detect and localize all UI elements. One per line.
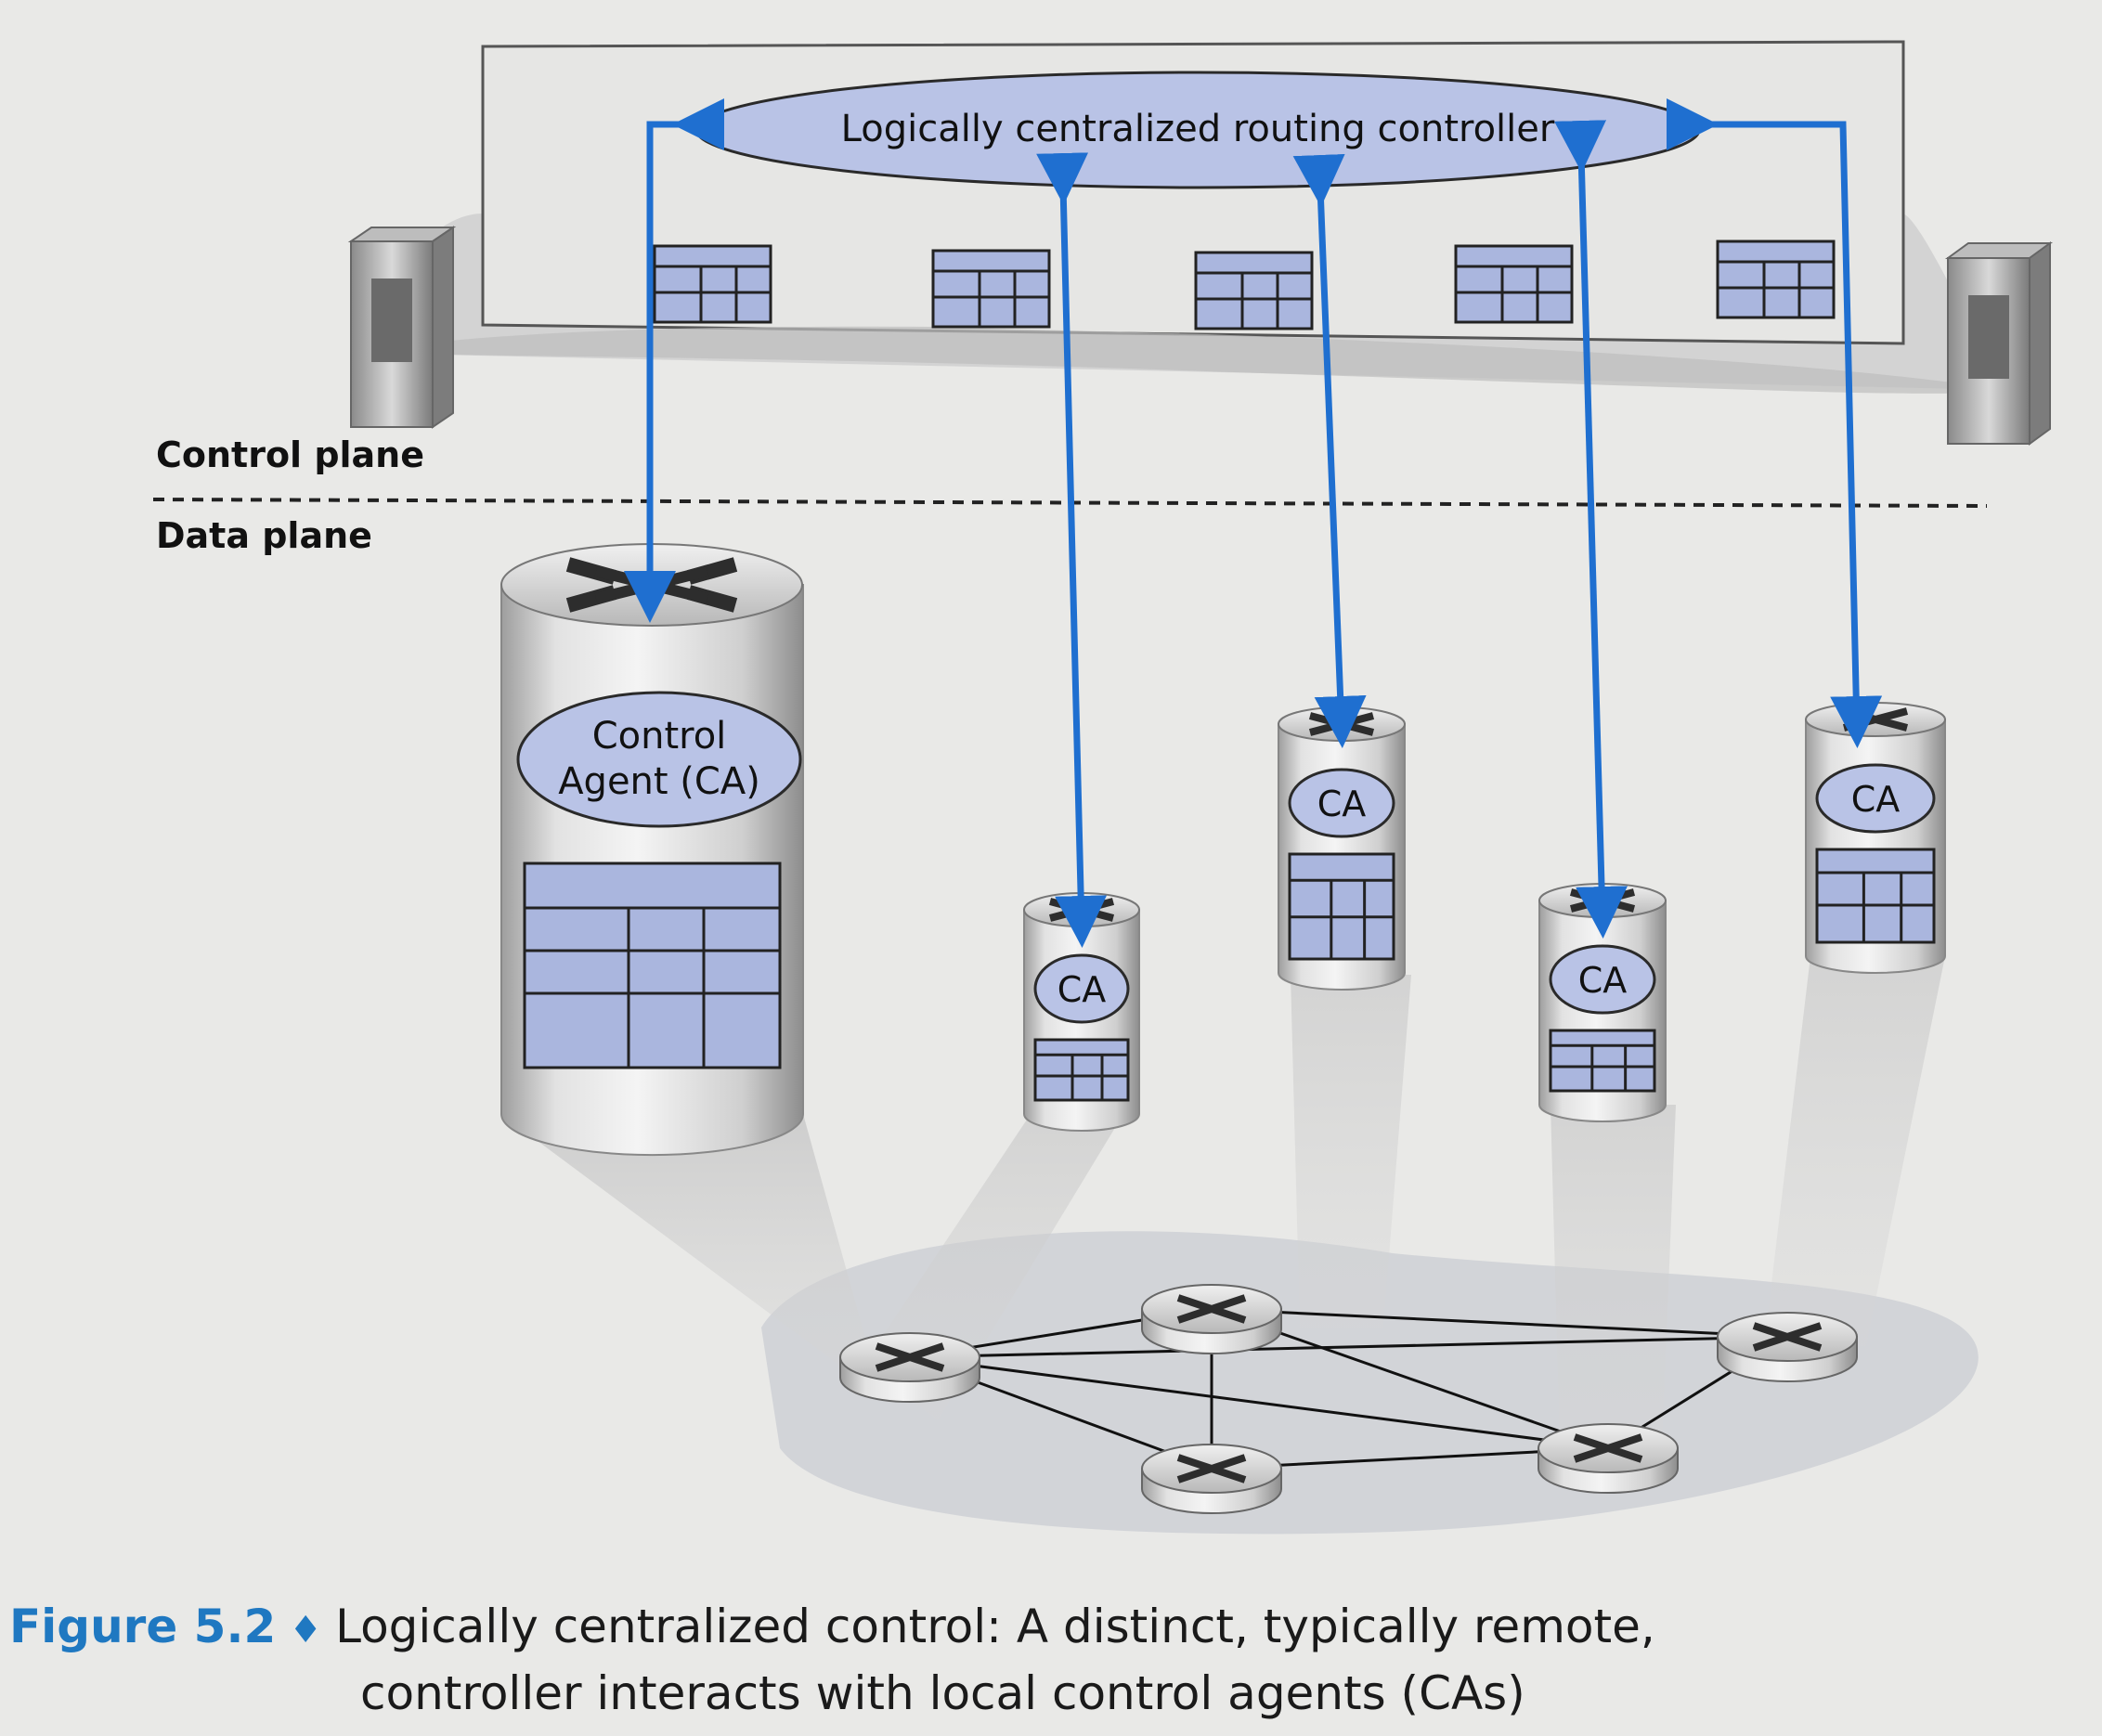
forwarding-table xyxy=(1549,1029,1656,1093)
small-routers: CA CA CA CA xyxy=(1023,702,1946,1132)
router-with-ca: CA xyxy=(1278,706,1406,991)
controller-table xyxy=(1194,251,1314,330)
network-link xyxy=(1211,1307,1788,1339)
routing-controller: Logically centralized routing controller xyxy=(694,71,1701,189)
controller-label: Logically centralized routing controller xyxy=(841,108,1555,150)
router-x-icon xyxy=(875,1342,945,1372)
forwarding-table xyxy=(1033,1038,1130,1102)
network-router xyxy=(1717,1312,1858,1382)
ca-label: CA xyxy=(1317,784,1367,824)
router-x-icon xyxy=(1176,1454,1247,1483)
ca-ellipse xyxy=(1033,953,1130,1024)
network-link xyxy=(909,1355,1609,1450)
server-left xyxy=(347,226,457,429)
router-with-ca: CA xyxy=(1023,892,1140,1132)
router-with-ca: CA xyxy=(1805,702,1946,974)
control-plane-label: Control plane xyxy=(156,434,424,475)
ca-label: CA xyxy=(1057,969,1107,1010)
network-link xyxy=(909,1335,1788,1359)
network-router xyxy=(1141,1444,1282,1514)
figure-label: Figure 5.2 xyxy=(9,1600,277,1653)
ca-ellipse xyxy=(1815,763,1936,834)
router-x-icon xyxy=(1752,1322,1823,1352)
arrow-controller-router-5 xyxy=(1667,98,1883,748)
arrow-controller-router-3 xyxy=(1292,153,1367,748)
controller-table xyxy=(931,249,1051,329)
ca-ellipse xyxy=(1288,768,1395,838)
router-x-icon xyxy=(1573,1433,1643,1463)
forwarding-table xyxy=(1288,852,1395,961)
forwarding-table xyxy=(523,862,782,1069)
controller-table xyxy=(653,244,772,324)
ca-label: CA xyxy=(1578,960,1628,1001)
caption-line1: Logically centralized control: A distinc… xyxy=(335,1600,1655,1653)
server-right xyxy=(1944,241,2054,446)
arrow-controller-router-2 xyxy=(1036,152,1108,948)
large-router: Control Agent (CA) xyxy=(500,543,804,1157)
arrow-controller-large-router xyxy=(624,98,724,623)
router-network xyxy=(839,1284,1858,1514)
controller-table xyxy=(1716,240,1836,319)
ca-label: CA xyxy=(1851,779,1901,820)
forwarding-table xyxy=(1815,848,1936,944)
caption-line2: controller interacts with local control … xyxy=(360,1666,1525,1720)
control-agent-label-line1: Control xyxy=(592,715,727,758)
network-router xyxy=(839,1332,980,1403)
network-router xyxy=(1538,1423,1679,1494)
network-router xyxy=(1141,1284,1282,1354)
data-plane-label: Data plane xyxy=(156,515,372,556)
control-agent-label-line2: Agent (CA) xyxy=(558,760,760,803)
figure-caption: Figure 5.2 ♦ Logically centralized control… xyxy=(9,1595,2070,1725)
router-with-ca: CA xyxy=(1538,883,1667,1122)
arrow-controller-router-4 xyxy=(1554,120,1628,939)
ca-ellipse xyxy=(1549,944,1656,1015)
control-arrows xyxy=(624,98,1883,948)
controller-table xyxy=(1454,244,1574,324)
control-agent-ellipse xyxy=(516,691,802,828)
caption-separator: ♦ xyxy=(289,1609,323,1652)
router-x-icon xyxy=(1176,1294,1247,1324)
data-plane-beams xyxy=(501,956,1945,1448)
